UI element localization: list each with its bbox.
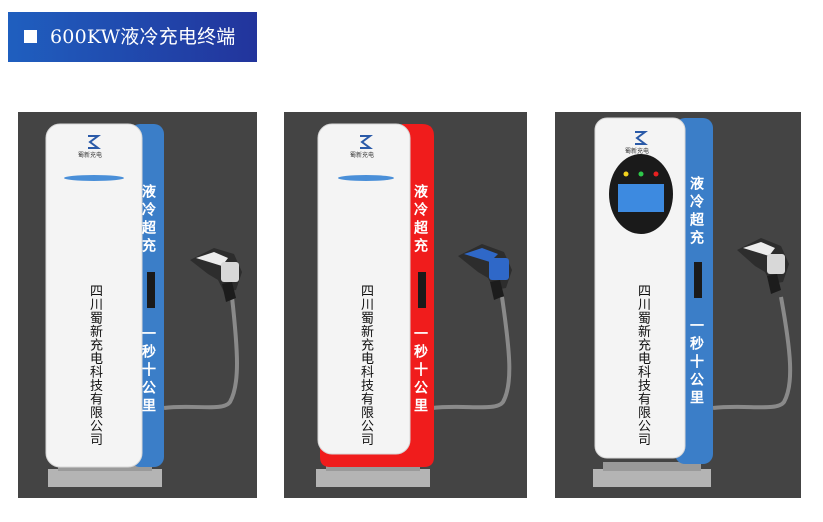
slogan-bottom: 一秒十公里 (688, 318, 704, 408)
charger-card-screen: 蜀新充电 四川蜀新充电科技有限公司 液冷超充 一秒十公里 (555, 112, 801, 498)
slogan-top: 液冷超充 (412, 184, 428, 256)
charging-cable (163, 296, 239, 410)
charger-base (316, 469, 430, 487)
status-led-red (653, 171, 659, 177)
charger-illustration (316, 123, 512, 487)
charging-cable (431, 296, 512, 410)
company-name: 四川蜀新充电科技有限公司 (358, 284, 373, 446)
charging-cable (712, 296, 793, 410)
square-bullet-icon (24, 30, 37, 43)
charger-body (46, 124, 142, 467)
charging-gun-icon (458, 244, 512, 300)
section-title: 600KW液冷充电终端 (50, 26, 236, 48)
slogan-top: 液冷超充 (140, 184, 156, 256)
status-led-green (638, 171, 644, 177)
charging-gun-icon (190, 248, 242, 302)
charger-card-blue: 蜀新充电 四川蜀新充电科技有限公司 液冷超充 一秒十公里 (18, 112, 257, 498)
company-name: 四川蜀新充电科技有限公司 (635, 284, 650, 446)
status-led-yellow (623, 171, 629, 177)
brand-logo-caption: 蜀新充电 (78, 152, 103, 159)
charger-card-red: 蜀新充电 四川蜀新充电科技有限公司 液冷超充 一秒十公里 (284, 112, 527, 498)
display-screen (618, 184, 664, 212)
indicator-light-strip (338, 175, 394, 181)
charger-illustration (593, 117, 793, 487)
slogan-top: 液冷超充 (688, 176, 704, 248)
charger-base (593, 469, 711, 487)
slogan-bottom: 一秒十公里 (412, 326, 428, 416)
charger-body (318, 124, 410, 454)
brand-s-logo-icon (88, 135, 101, 149)
charging-gun-icon (737, 238, 789, 294)
indicator-light-strip (64, 175, 124, 181)
card-slot (694, 262, 702, 298)
brand-s-logo-icon (635, 131, 648, 145)
company-name: 四川蜀新充电科技有限公司 (87, 284, 102, 446)
brand-logo-caption: 蜀新充电 (625, 148, 650, 155)
section-header: 600KW液冷充电终端 (8, 12, 257, 62)
charger-illustration (45, 123, 242, 487)
brand-s-logo-icon (360, 135, 373, 149)
slogan-bottom: 一秒十公里 (140, 326, 156, 416)
brand-logo-caption: 蜀新充电 (350, 152, 375, 159)
card-slot (147, 272, 155, 308)
charger-base (48, 469, 162, 487)
card-slot (418, 272, 426, 308)
